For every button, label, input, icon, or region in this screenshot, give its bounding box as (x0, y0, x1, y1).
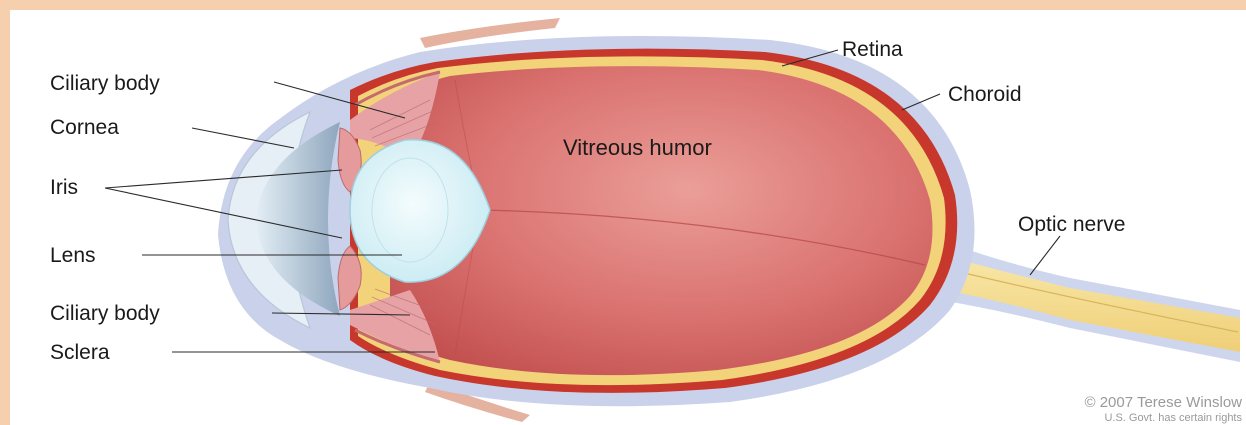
label-choroid: Choroid (948, 83, 1022, 106)
label-optic-nerve: Optic nerve (1018, 213, 1125, 236)
credit-line-1: © 2007 Terese Winslow (1084, 394, 1242, 411)
label-cornea: Cornea (50, 116, 119, 139)
credit-line-2: U.S. Govt. has certain rights (1104, 412, 1242, 424)
label-ciliary-body-top: Ciliary body (50, 72, 160, 95)
label-retina: Retina (842, 38, 903, 61)
eye-anatomy-figure: Ciliary body Cornea Iris Lens Ciliary bo… (10, 10, 1246, 425)
eye-diagram: Ciliary body Cornea Iris Lens Ciliary bo… (10, 10, 1246, 425)
label-lens: Lens (50, 244, 96, 267)
label-vitreous-humor: Vitreous humor (563, 135, 712, 160)
leader-optic-nerve (1030, 236, 1060, 275)
label-ciliary-body-bottom: Ciliary body (50, 302, 160, 325)
label-iris: Iris (50, 176, 78, 199)
label-sclera: Sclera (50, 341, 110, 364)
